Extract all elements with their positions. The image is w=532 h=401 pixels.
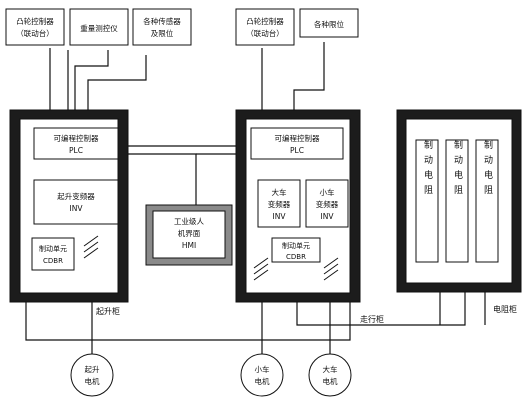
brake-resistor-1-text: 制动电阻 bbox=[422, 139, 433, 200]
travel-brake-unit-line2: CDBR bbox=[286, 253, 306, 261]
hoist-brake-unit: 制动单元 CDBR bbox=[31, 237, 75, 271]
travel-plc: 可编程控制器 PLC bbox=[250, 127, 344, 160]
cart-inverter-line2: 变频器 bbox=[268, 199, 291, 209]
hoist-slash-marks bbox=[83, 235, 99, 259]
cam-controller-right-line2: （联动台） bbox=[246, 28, 284, 38]
top-box-limit-switches: 各种限位 bbox=[299, 8, 359, 38]
hoist-plc: 可编程控制器 PLC bbox=[33, 127, 119, 160]
trolley-inverter: 小车 变频器 INV bbox=[305, 179, 349, 228]
top-box-cam-controller-right: 凸轮控制器 （联动台） bbox=[235, 8, 295, 46]
hoist-brake-unit-line1: 制动单元 bbox=[39, 244, 67, 253]
cart-motor-line2: 电机 bbox=[323, 376, 338, 386]
sensors-limits-line2: 及限位 bbox=[151, 28, 174, 38]
trolley-inverter-line2: 变频器 bbox=[316, 199, 339, 209]
cam-controller-right-line1: 凸轮控制器 bbox=[246, 16, 284, 26]
cart-inverter-line3: INV bbox=[273, 212, 287, 221]
sensors-limits-line1: 各种传感器 bbox=[143, 16, 181, 26]
top-box-weight-monitor: 重量测控仪 bbox=[69, 8, 129, 46]
limit-switches-label: 各种限位 bbox=[314, 19, 344, 29]
hoist-brake-unit-line2: CDBR bbox=[43, 257, 63, 265]
cart-motor-line1: 大车 bbox=[323, 364, 338, 374]
travel-brake-unit-line1: 制动单元 bbox=[282, 241, 310, 250]
trolley-motor-line2: 电机 bbox=[255, 376, 270, 386]
top-box-cam-controller-left: 凸轮控制器 （联动台） bbox=[5, 8, 65, 46]
hoist-cabinet-label: 起升柜 bbox=[96, 306, 120, 316]
hmi-panel: 工业级人 机界面 HMI bbox=[145, 204, 233, 266]
trolley-motor-line1: 小车 bbox=[255, 364, 270, 374]
hoist-inverter-line2: INV bbox=[70, 204, 84, 213]
brake-resistor-1: 制动电阻 bbox=[415, 139, 439, 263]
brake-resistor-3: 制动电阻 bbox=[475, 139, 499, 263]
hmi-line3: HMI bbox=[182, 241, 196, 250]
travel-plc-line2: PLC bbox=[290, 146, 304, 155]
hoist-plc-line2: PLC bbox=[69, 146, 83, 155]
top-box-sensors-limits: 各种传感器 及限位 bbox=[132, 8, 192, 46]
travel-slash-marks bbox=[253, 257, 339, 281]
weight-monitor-label: 重量测控仪 bbox=[80, 23, 118, 33]
trolley-motor: 小车 电机 bbox=[240, 353, 284, 397]
travel-plc-line1: 可编程控制器 bbox=[275, 133, 320, 143]
hoist-motor-line2: 电机 bbox=[85, 376, 100, 386]
hoist-motor-line1: 起升 bbox=[85, 365, 100, 374]
hmi-line2: 机界面 bbox=[178, 228, 201, 238]
trolley-inverter-line1: 小车 bbox=[320, 187, 335, 197]
resistor-cabinet-label: 电阻柜 bbox=[493, 304, 517, 314]
brake-resistor-3-text: 制动电阻 bbox=[482, 139, 493, 200]
trolley-inverter-line3: INV bbox=[321, 212, 335, 221]
cart-motor: 大车 电机 bbox=[308, 353, 352, 397]
hoist-motor: 起升 电机 bbox=[70, 353, 114, 397]
hoist-inverter: 起升变频器 INV bbox=[33, 179, 119, 225]
hoist-plc-line1: 可编程控制器 bbox=[54, 133, 99, 143]
hoist-inverter-line1: 起升变频器 bbox=[57, 191, 95, 201]
travel-cabinet-label: 走行柜 bbox=[360, 314, 384, 324]
cam-controller-left-line2: （联动台） bbox=[16, 28, 54, 38]
cam-controller-left-line1: 凸轮控制器 bbox=[16, 16, 54, 26]
brake-resistor-2: 制动电阻 bbox=[445, 139, 469, 263]
travel-brake-unit: 制动单元 CDBR bbox=[271, 237, 321, 263]
cart-inverter-line1: 大车 bbox=[272, 187, 287, 197]
cart-inverter: 大车 变频器 INV bbox=[257, 179, 301, 228]
hmi-line1: 工业级人 bbox=[174, 216, 204, 226]
brake-resistor-2-text: 制动电阻 bbox=[452, 139, 463, 200]
